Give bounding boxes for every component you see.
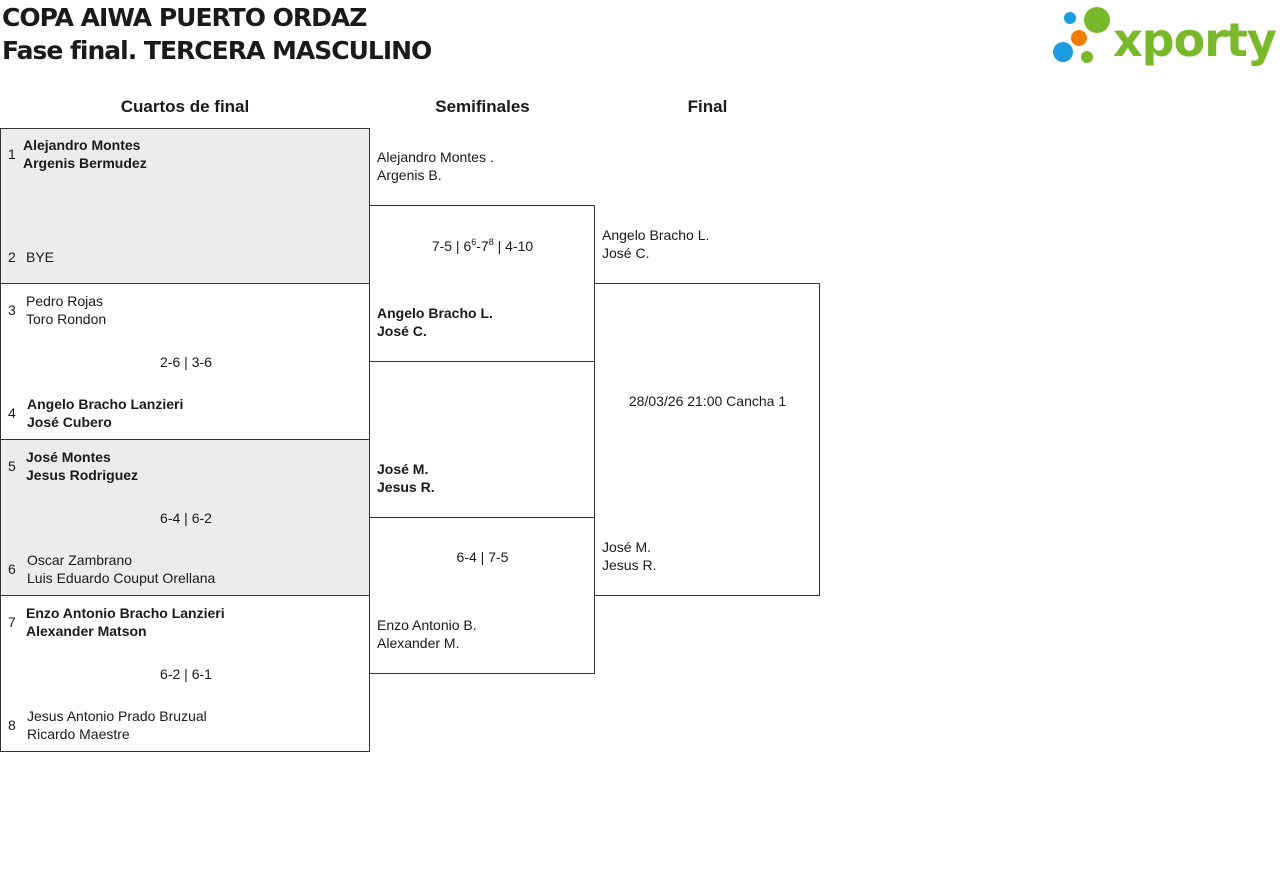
qf-match-3[interactable]: 5 José Montes Jesus Rodriguez 6-4 | 6-2 … (0, 439, 370, 596)
draw-subtitle: Fase final. TERCERA MASCULINO (2, 36, 432, 65)
seed-number: 4 (8, 405, 16, 421)
player-name: Alejandro Montes . (377, 149, 494, 165)
qf2-top-team[interactable]: Pedro Rojas Toro Rondon (26, 292, 106, 328)
round-header-quarterfinals: Cuartos de final (120, 97, 250, 116)
player-name: Enzo Antonio Bracho Lanzieri (26, 605, 225, 621)
player-name: Toro Rondon (26, 311, 107, 327)
sf1-top-team[interactable]: Alejandro Montes . Argenis B. (377, 148, 494, 184)
player-name: Jesus Antonio Prado Bruzual (27, 708, 207, 724)
player-name: Enzo Antonio B. (377, 617, 477, 633)
player-name: Jesus Rodriguez (26, 467, 139, 483)
player-name: Angelo Bracho L. (602, 227, 710, 243)
logo-dot-green-large (1084, 7, 1110, 33)
qf4-top-team[interactable]: Enzo Antonio Bracho Lanzieri Alexander M… (26, 604, 225, 640)
player-name: Jesus R. (602, 557, 657, 573)
player-name: Argenis Bermudez (23, 155, 147, 171)
logo-dot-green-small (1081, 51, 1093, 63)
seed-number: 1 (8, 146, 16, 162)
qf4-bottom-team[interactable]: Jesus Antonio Prado Bruzual Ricardo Maes… (27, 707, 207, 743)
sf2-bottom-team[interactable]: Enzo Antonio B. Alexander M. (377, 616, 477, 652)
player-name: José C. (377, 323, 427, 339)
seed-number: 7 (8, 614, 16, 630)
match-score: 6-4 | 7-5 (456, 549, 509, 565)
qf3-bottom-team[interactable]: Oscar Zambrano Luis Eduardo Couput Orell… (27, 551, 215, 587)
player-name: Luis Eduardo Couput Orellana (27, 570, 216, 586)
player-name: José M. (377, 461, 429, 477)
qf1-bottom-team[interactable]: BYE (26, 248, 54, 266)
seed-number: 3 (8, 302, 16, 318)
match-schedule: 28/03/26 21:00 Cancha 1 (628, 393, 787, 409)
player-name: Angelo Bracho L. (377, 305, 493, 321)
player-name: José C. (602, 245, 650, 261)
player-name: José M. (602, 539, 652, 555)
logo-dot-blue-small (1064, 12, 1076, 24)
final-match[interactable]: 28/03/26 21:00 Cancha 1 José M. Jesus R. (594, 283, 820, 596)
player-name: Angelo Bracho Lanzieri (27, 396, 184, 412)
match-score: 6-2 | 6-1 (160, 666, 212, 682)
sf1-bottom-team[interactable]: Angelo Bracho L. José C. (377, 304, 493, 340)
match-score: 6-4 | 6-2 (160, 510, 212, 526)
player-name: Alejandro Montes (23, 137, 141, 153)
player-name: Alexander Matson (26, 623, 147, 639)
final-bottom-team[interactable]: José M. Jesus R. (602, 538, 656, 574)
qf1-top-team[interactable]: Alejandro Montes Argenis Bermudez (23, 136, 147, 172)
player-name: Pedro Rojas (26, 293, 104, 309)
logo-text: xporty (1113, 13, 1276, 66)
final-top-team[interactable]: Angelo Bracho L. José C. (602, 226, 709, 262)
round-header-final: Final (687, 97, 728, 116)
logo-dot-orange (1071, 30, 1087, 46)
tiebreak-score: 8 (488, 237, 494, 247)
player-name: José Cubero (27, 414, 112, 430)
player-name: Alexander M. (377, 635, 460, 651)
sf-match-2[interactable]: 6-4 | 7-5 Enzo Antonio B. Alexander M. (369, 517, 595, 674)
logo-dot-blue-large (1053, 42, 1073, 62)
tournament-title: COPA AIWA PUERTO ORDAZ (2, 3, 367, 32)
player-name: Oscar Zambrano (27, 552, 133, 568)
player-name: Jesus R. (377, 479, 435, 495)
qf-match-4[interactable]: 7 Enzo Antonio Bracho Lanzieri Alexander… (0, 595, 370, 752)
seed-number: 6 (8, 561, 16, 577)
sf-match-1[interactable]: 7-5 | 66-78 | 4-10 Angelo Bracho L. José… (369, 205, 595, 362)
round-header-semifinals: Semifinales (435, 97, 530, 116)
qf-match-2[interactable]: 3 Pedro Rojas Toro Rondon 2-6 | 3-6 4 An… (0, 283, 370, 440)
match-score: 2-6 | 3-6 (160, 354, 212, 370)
seed-number: 2 (8, 249, 16, 265)
tiebreak-score: 6 (471, 237, 477, 247)
seed-number: 8 (8, 717, 16, 733)
qf-match-1[interactable]: 1 Alejandro Montes Argenis Bermudez 2 BY… (0, 128, 370, 284)
qf3-top-team[interactable]: José Montes Jesus Rodriguez (26, 448, 138, 484)
seed-number: 5 (8, 458, 16, 474)
player-name: Ricardo Maestre (27, 726, 130, 742)
sf2-top-team[interactable]: José M. Jesus R. (377, 460, 435, 496)
bye-label: BYE (26, 249, 55, 265)
xporty-logo[interactable]: xporty (1050, 4, 1276, 66)
player-name: José Montes (26, 449, 111, 465)
match-score: 7-5 | 66-78 | 4-10 (431, 237, 534, 255)
qf2-bottom-team[interactable]: Angelo Bracho Lanzieri José Cubero (27, 395, 183, 431)
player-name: Argenis B. (377, 167, 442, 183)
